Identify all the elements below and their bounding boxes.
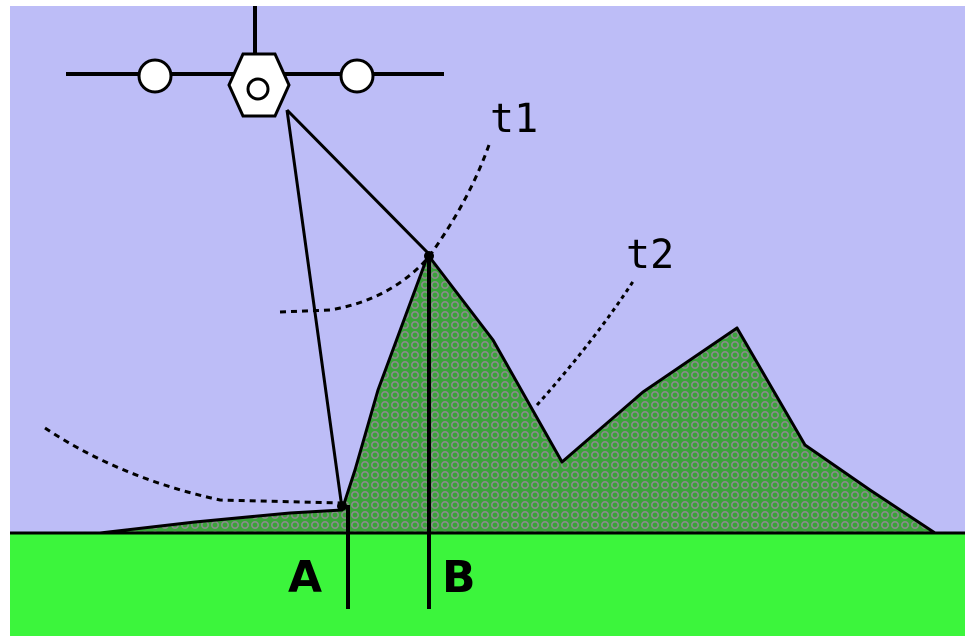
wavefront-arc-t1 [279,141,492,314]
left-wheel-icon [137,58,173,94]
sensor-core-icon [246,77,270,101]
label-t1: t1 [490,96,538,142]
wavefront-arc-lower [44,426,343,505]
ground [10,533,965,636]
label-a: A [288,552,322,603]
label-b: B [442,552,476,603]
beam-to-peak [285,108,432,257]
beam-to-a [285,109,344,509]
label-t2: t2 [626,232,674,278]
terrain [98,253,937,535]
right-wheel-icon [339,58,375,94]
radar-platform-icon [66,6,444,118]
peak-point [424,251,434,261]
wavefront-arc-t2 [535,279,636,406]
point-a [337,501,347,511]
